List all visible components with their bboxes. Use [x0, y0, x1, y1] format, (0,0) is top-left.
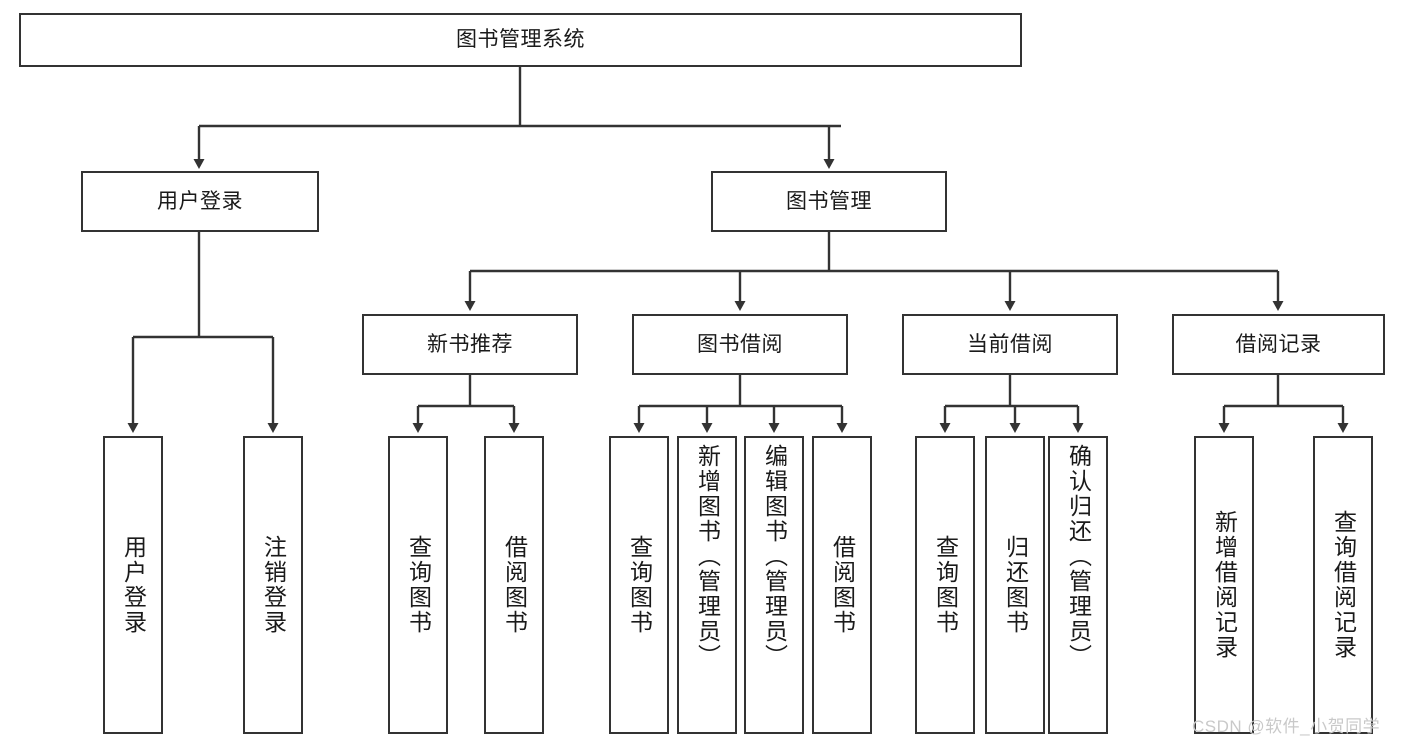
node-leaf-confirm-return-label: 确认归还（管理员） [1065, 444, 1092, 669]
node-leaf-edit-book[interactable]: 编辑图书（管理员） [744, 436, 804, 734]
node-leaf-logout[interactable]: 注销登录 [243, 436, 303, 734]
node-user-login-label: 用户登录 [157, 189, 243, 213]
node-new-book-rec-label: 新书推荐 [427, 332, 513, 356]
node-new-book-rec[interactable]: 新书推荐 [362, 314, 578, 375]
node-current-borrow[interactable]: 当前借阅 [902, 314, 1118, 375]
node-book-borrow[interactable]: 图书借阅 [632, 314, 848, 375]
node-leaf-confirm-return[interactable]: 确认归还（管理员） [1048, 436, 1108, 734]
node-leaf-query-record[interactable]: 查询借阅记录 [1313, 436, 1373, 734]
node-leaf-return-book[interactable]: 归还图书 [985, 436, 1045, 734]
node-root[interactable]: 图书管理系统 [19, 13, 1022, 67]
node-borrow-record[interactable]: 借阅记录 [1172, 314, 1385, 375]
node-leaf-user-login-label: 用户登录 [120, 535, 147, 635]
node-leaf-query-record-label: 查询借阅记录 [1330, 510, 1357, 660]
node-book-manage-label: 图书管理 [786, 189, 872, 213]
node-leaf-borrow-book-rec[interactable]: 借阅图书 [484, 436, 544, 734]
watermark-text: CSDN @软件_小贺同学 [1192, 717, 1381, 736]
node-leaf-add-book[interactable]: 新增图书（管理员） [677, 436, 737, 734]
node-leaf-return-book-label: 归还图书 [1002, 535, 1029, 635]
node-current-borrow-label: 当前借阅 [967, 332, 1053, 356]
node-leaf-borrow-book-rec-label: 借阅图书 [501, 535, 528, 635]
node-leaf-borrow-book[interactable]: 借阅图书 [812, 436, 872, 734]
node-root-label: 图书管理系统 [456, 28, 585, 52]
node-user-login[interactable]: 用户登录 [81, 171, 319, 232]
node-leaf-query-book-cur-label: 查询图书 [932, 535, 959, 635]
node-leaf-edit-book-label: 编辑图书（管理员） [761, 444, 788, 669]
node-leaf-query-book-rec[interactable]: 查询图书 [388, 436, 448, 734]
node-borrow-record-label: 借阅记录 [1235, 332, 1322, 356]
node-leaf-logout-label: 注销登录 [260, 535, 287, 635]
node-leaf-query-book-cur[interactable]: 查询图书 [915, 436, 975, 734]
node-leaf-add-record-label: 新增借阅记录 [1211, 510, 1238, 660]
node-leaf-query-book-rec-label: 查询图书 [405, 535, 432, 635]
node-book-manage[interactable]: 图书管理 [711, 171, 947, 232]
node-leaf-query-book[interactable]: 查询图书 [609, 436, 669, 734]
node-leaf-add-book-label: 新增图书（管理员） [694, 444, 721, 669]
node-leaf-borrow-book-label: 借阅图书 [829, 535, 856, 635]
node-book-borrow-label: 图书借阅 [697, 332, 783, 356]
node-leaf-add-record[interactable]: 新增借阅记录 [1194, 436, 1254, 734]
node-leaf-user-login[interactable]: 用户登录 [103, 436, 163, 734]
node-leaf-query-book-label: 查询图书 [626, 535, 653, 635]
